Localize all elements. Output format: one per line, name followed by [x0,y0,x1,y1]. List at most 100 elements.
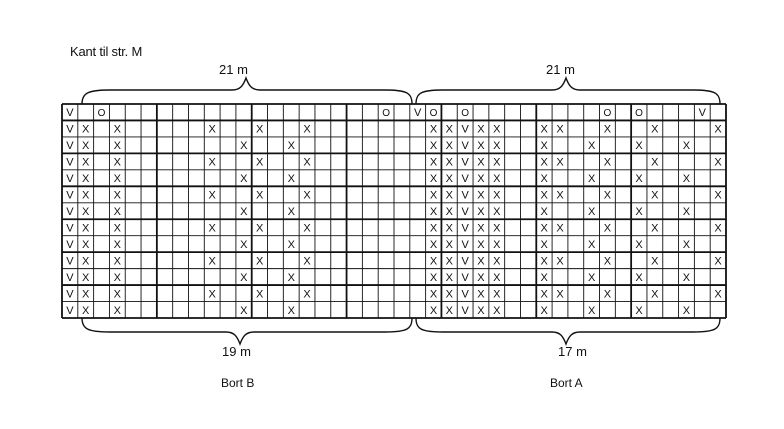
stitch-v-symbol: V [66,124,74,136]
stitch-x-symbol: X [556,255,564,267]
stitch-v-symbol: V [461,173,469,185]
stitch-v-symbol: V [461,305,469,317]
stitch-x-symbol: X [256,124,264,136]
stitch-x-symbol: X [256,288,264,300]
stitch-v-symbol: V [461,239,469,251]
stitch-x-symbol: X [651,222,659,234]
stitch-x-symbol: X [541,190,549,202]
top-right-count: 21 m [546,62,575,77]
stitch-x-symbol: X [240,272,248,284]
stitch-x-symbol: X [430,222,438,234]
stitch-x-symbol: X [714,222,722,234]
stitch-x-symbol: X [446,140,454,152]
stitch-x-symbol: X [303,124,311,136]
stitch-x-symbol: X [541,239,549,251]
stitch-x-symbol: X [493,272,501,284]
stitch-x-symbol: X [604,222,612,234]
stitch-x-symbol: X [114,124,122,136]
stitch-x-symbol: X [541,272,549,284]
stitch-x-symbol: X [82,157,90,169]
stitch-x-symbol: X [209,190,217,202]
stitch-x-symbol: X [477,288,485,300]
stitch-x-symbol: X [588,305,596,317]
stitch-x-symbol: X [556,124,564,136]
stitch-v-symbol: V [461,288,469,300]
stitch-x-symbol: X [556,190,564,202]
stitch-x-symbol: X [604,157,612,169]
top-left-count: 21 m [219,62,248,77]
stitch-x-symbol: X [446,190,454,202]
stitch-x-symbol: X [240,305,248,317]
stitch-x-symbol: X [651,190,659,202]
brace-top-right [415,76,721,105]
stitch-x-symbol: X [446,124,454,136]
stitch-x-symbol: X [477,255,485,267]
stitch-x-symbol: X [477,272,485,284]
stitch-v-symbol: V [66,190,74,202]
stitch-o-symbol: O [430,108,438,119]
stitch-x-symbol: X [82,272,90,284]
stitch-x-symbol: X [683,206,691,218]
stitch-x-symbol: X [683,239,691,251]
stitch-v-symbol: V [461,206,469,218]
stitch-x-symbol: X [493,157,501,169]
stitch-x-symbol: X [556,288,564,300]
stitch-x-symbol: X [588,140,596,152]
stitch-x-symbol: X [240,206,248,218]
stitch-x-symbol: X [430,173,438,185]
stitch-x-symbol: X [209,157,217,169]
stitch-x-symbol: X [477,124,485,136]
stitch-o-symbol: O [382,108,390,119]
stitch-x-symbol: X [430,140,438,152]
bottom-left-count: 19 m [222,344,251,359]
stitch-x-symbol: X [493,288,501,300]
stitch-x-symbol: X [82,255,90,267]
stitch-x-symbol: X [82,190,90,202]
stitch-x-symbol: X [635,206,643,218]
stitch-x-symbol: X [256,222,264,234]
stitch-x-symbol: X [588,173,596,185]
stitch-x-symbol: X [82,206,90,218]
stitch-x-symbol: X [430,272,438,284]
section-label-bort-b: Bort B [221,376,255,390]
brace-bottom-left [81,317,413,346]
stitch-x-symbol: X [240,140,248,152]
stitch-x-symbol: X [683,173,691,185]
stitch-x-symbol: X [114,272,122,284]
stitch-x-symbol: X [446,255,454,267]
stitch-x-symbol: X [240,173,248,185]
stitch-x-symbol: X [683,272,691,284]
stitch-x-symbol: X [541,140,549,152]
stitch-v-symbol: V [66,255,74,267]
stitch-x-symbol: X [209,222,217,234]
stitch-x-symbol: X [541,222,549,234]
stitch-x-symbol: X [256,190,264,202]
stitch-v-symbol: V [461,157,469,169]
stitch-x-symbol: X [446,239,454,251]
stitch-x-symbol: X [477,305,485,317]
stitch-x-symbol: X [446,222,454,234]
stitch-x-symbol: X [604,288,612,300]
stitch-x-symbol: X [541,255,549,267]
stitch-x-symbol: X [303,157,311,169]
stitch-v-symbol: V [66,140,74,152]
stitch-x-symbol: X [541,157,549,169]
stitch-x-symbol: X [114,305,122,317]
stitch-x-symbol: X [446,272,454,284]
stitch-x-symbol: X [82,140,90,152]
stitch-v-symbol: V [66,107,74,119]
stitch-x-symbol: X [556,157,564,169]
stitch-v-symbol: V [461,140,469,152]
stitch-x-symbol: X [114,190,122,202]
stitch-x-symbol: X [635,272,643,284]
stitch-x-symbol: X [493,222,501,234]
stitch-x-symbol: X [541,288,549,300]
stitch-x-symbol: X [541,206,549,218]
stitch-x-symbol: X [604,124,612,136]
stitch-x-symbol: X [714,255,722,267]
stitch-x-symbol: X [477,157,485,169]
stitch-x-symbol: X [588,239,596,251]
stitch-o-symbol: O [98,108,106,119]
stitch-x-symbol: X [82,173,90,185]
